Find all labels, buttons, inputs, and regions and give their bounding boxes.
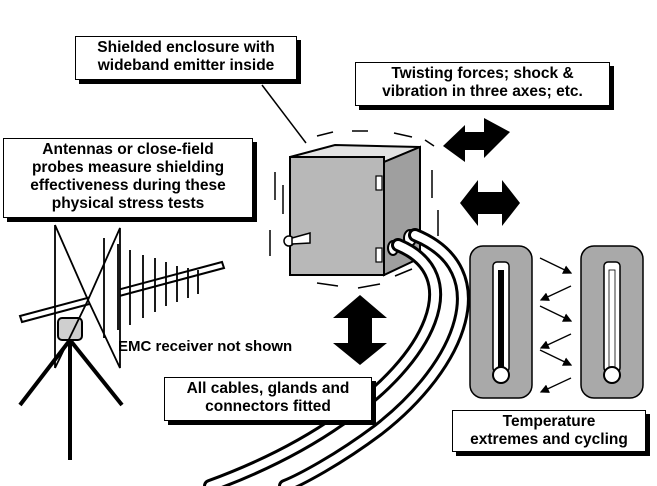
enclosure-label-line2: wideband emitter inside: [97, 57, 275, 74]
enclosure-callout: Shielded enclosure with wideband emitter…: [75, 36, 297, 80]
twisting-label-line1: Twisting forces; shock &: [391, 65, 574, 82]
cables-label-line1: All cables, glands and: [186, 380, 350, 397]
temperature-callout: Temperature extremes and cycling: [452, 410, 646, 452]
double-arrow-icon: [333, 295, 387, 365]
log-periodic-antenna-icon: [18, 224, 226, 369]
antennas-label-line2: probes measure shielding: [31, 159, 225, 176]
antennas-label-line1: Antennas or close-field: [42, 141, 214, 158]
antennas-label-line3: effectiveness during these: [30, 177, 226, 194]
tripod-icon: [18, 317, 124, 460]
antennas-callout: Antennas or close-field probes measure s…: [3, 138, 253, 218]
receiver-note: EMC receiver not shown: [118, 338, 293, 355]
thermometer-icon: [580, 245, 644, 399]
twist-arrow-icon: [443, 118, 510, 162]
temperature-label-line1: Temperature: [502, 413, 596, 430]
cables-label-line2: connectors fitted: [205, 398, 331, 415]
shielded-enclosure-icon: [283, 143, 421, 277]
temperature-label-line2: extremes and cycling: [470, 431, 628, 448]
vibration-marks: [269, 130, 439, 289]
twist-arrow-icon: [460, 180, 520, 226]
enclosure-label-line1: Shielded enclosure with: [97, 39, 275, 56]
enclosure-leader: [261, 84, 307, 144]
cables-callout: All cables, glands and connectors fitted: [164, 377, 372, 421]
thermometer-icon: [469, 245, 533, 399]
twisting-label-line2: vibration in three axes; etc.: [382, 83, 583, 100]
twisting-callout: Twisting forces; shock & vibration in th…: [355, 62, 610, 106]
antennas-label-line4: physical stress tests: [51, 195, 205, 212]
thermal-cycle-arrows: [539, 257, 573, 393]
